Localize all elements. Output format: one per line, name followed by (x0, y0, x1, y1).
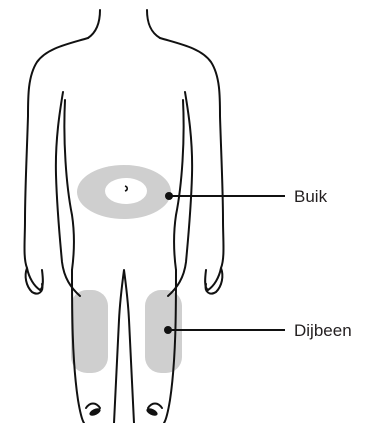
abdomen-callout (165, 192, 285, 200)
abdomen-label: Buik (294, 187, 327, 207)
right-torso (64, 100, 74, 270)
neck-left (147, 10, 160, 38)
neck-right (88, 10, 100, 38)
left-torso (174, 100, 184, 270)
abdomen-zone (77, 165, 171, 219)
right-thigh-zone (71, 290, 108, 373)
thigh-callout (164, 326, 285, 334)
left-knee-mark (148, 404, 162, 409)
thigh-label: Dijbeen (294, 321, 352, 341)
crotch-line (114, 270, 134, 423)
right-knee-mark (86, 404, 100, 409)
